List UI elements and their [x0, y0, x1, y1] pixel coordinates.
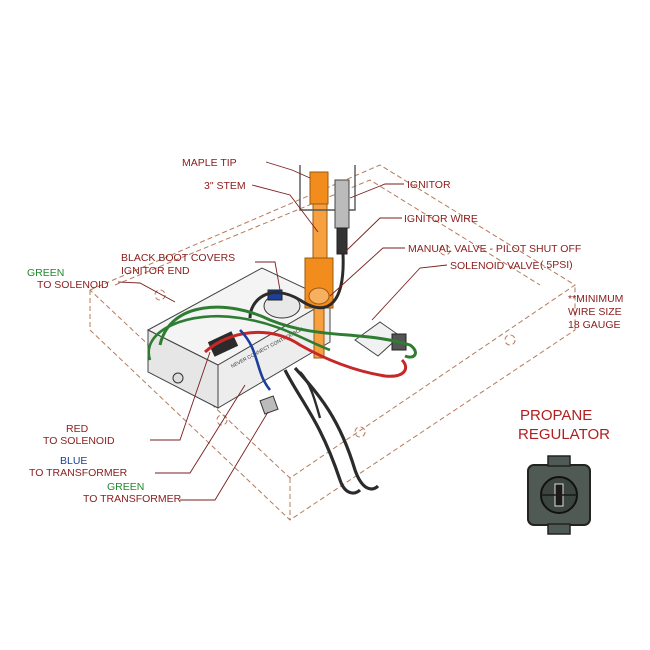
label-black-boot-2: IGNITOR END [121, 265, 190, 277]
leader-lines [117, 161, 448, 501]
green-wire-loop [147, 314, 331, 361]
label-green-transformer-target: TO TRANSFORMER [83, 493, 182, 505]
label-green-solenoid-target: TO SOLENOID [37, 279, 109, 291]
label-min-wire-2: WIRE SIZE [568, 306, 622, 318]
ignitor [334, 179, 350, 255]
wire-connector [259, 395, 279, 415]
wires [147, 253, 417, 495]
control-terminal [172, 372, 184, 384]
label-manual-valve: MANUAL VALVE - PILOT SHUT OFF [408, 243, 581, 255]
label-min-wire-1: **MINIMUM [568, 293, 623, 305]
maple-tip [309, 171, 329, 205]
green-wire-solenoid [158, 305, 417, 359]
black-wire-3 [299, 371, 322, 419]
label-blue-target: TO TRANSFORMER [29, 467, 128, 479]
label-propane-2: REGULATOR [518, 426, 610, 443]
blue-wire [239, 329, 272, 391]
label-solenoid-valve: SOLENOID VALVE [450, 260, 539, 272]
label-stem: 3" STEM [204, 180, 246, 192]
black-wire-1 [283, 369, 362, 495]
label-black-boot-1: BLACK BOOT COVERS [121, 252, 235, 264]
label-propane-1: PROPANE [520, 407, 592, 424]
label-ignitor-wire: IGNITOR WIRE [404, 213, 478, 225]
label-green-transformer-color: GREEN [107, 481, 144, 493]
label-min-wire-3: 18 GAUGE [568, 319, 621, 331]
stem-3in [312, 203, 328, 261]
label-blue-color: BLUE [60, 455, 87, 467]
label-green-solenoid-color: GREEN [27, 267, 64, 279]
label-ignitor: IGNITOR [407, 179, 451, 191]
propane-regulator-icon [527, 455, 591, 535]
label-red-target: TO SOLENOID [43, 435, 115, 447]
label-red-color: RED [66, 423, 89, 435]
burner-pan-outline [89, 164, 576, 521]
black-wire-2 [293, 366, 380, 491]
label-maple-tip: MAPLE TIP [182, 157, 237, 169]
label-solenoid-psi: (.5PSI) [540, 259, 573, 271]
